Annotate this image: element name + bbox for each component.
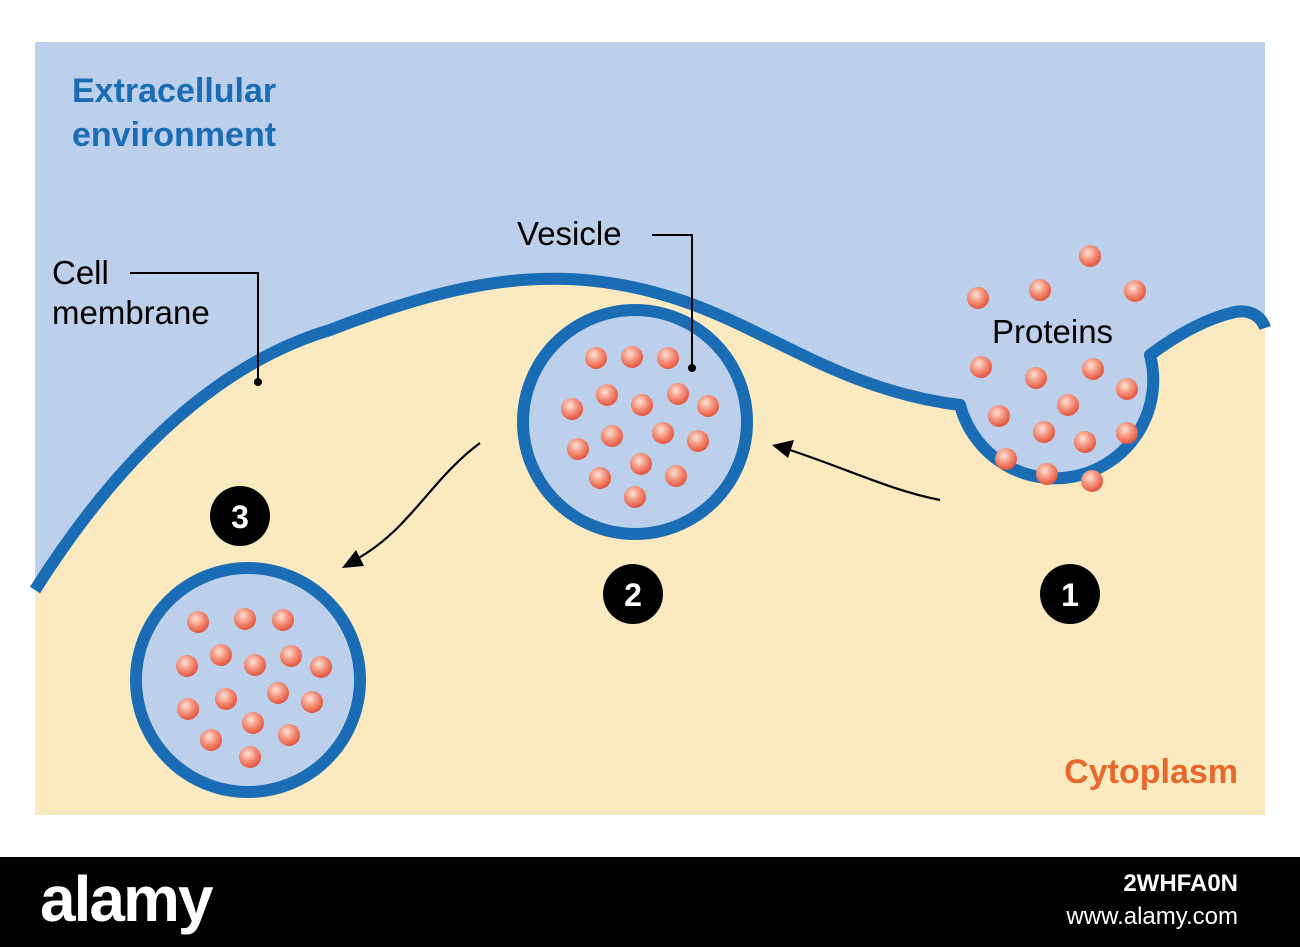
proteins-group <box>176 245 1146 768</box>
protein-particle <box>561 398 583 420</box>
protein-particle <box>652 422 674 444</box>
protein-particle <box>215 688 237 710</box>
protein-particle <box>239 746 261 768</box>
exocytosis-diagram: 1 2 3 Extracellular environment Cell mem… <box>29 42 1271 816</box>
protein-particle <box>1036 463 1058 485</box>
protein-particle <box>1029 279 1051 301</box>
protein-particle <box>1116 422 1138 444</box>
leader-dot <box>688 364 696 372</box>
protein-particle <box>244 654 266 676</box>
step-badge-1 <box>1040 564 1100 624</box>
image-code: 2WHFA0N <box>1123 870 1238 897</box>
cell-membrane <box>29 272 1271 594</box>
protein-particle <box>624 486 646 508</box>
site-url: www.alamy.com <box>1066 903 1238 930</box>
cell-membrane-label: membrane <box>52 294 210 331</box>
protein-particle <box>1033 421 1055 443</box>
step-badge-2 <box>603 564 663 624</box>
protein-particle <box>630 453 652 475</box>
proteins-label: Proteins <box>992 313 1113 350</box>
arrow-1-to-2 <box>789 448 941 502</box>
protein-particle <box>280 645 302 667</box>
cell-membrane-label: Cell <box>52 254 109 291</box>
protein-particle <box>988 405 1010 427</box>
brand-logo: alamy <box>40 863 213 935</box>
protein-particle <box>1124 280 1146 302</box>
protein-particle <box>1082 358 1104 380</box>
leader-dot <box>254 378 262 386</box>
protein-particle <box>1074 431 1096 453</box>
protein-particle <box>596 384 618 406</box>
protein-particle <box>1081 470 1103 492</box>
protein-particle <box>234 608 256 630</box>
protein-particle <box>567 438 589 460</box>
arrowhead <box>772 440 794 458</box>
protein-particle <box>176 655 198 677</box>
protein-particle <box>1025 367 1047 389</box>
protein-particle <box>667 383 689 405</box>
vesicle-label: Vesicle <box>517 215 622 252</box>
protein-particle <box>687 430 709 452</box>
arrowhead <box>342 550 364 568</box>
step-number: 2 <box>624 577 642 613</box>
protein-particle <box>621 346 643 368</box>
step-number: 3 <box>231 499 249 535</box>
protein-particle <box>995 448 1017 470</box>
protein-particle <box>187 611 209 633</box>
protein-particle <box>210 644 232 666</box>
protein-particle <box>601 425 623 447</box>
protein-particle <box>585 347 607 369</box>
protein-particle <box>665 465 687 487</box>
extracellular-label: Extracellular <box>72 72 276 110</box>
protein-particle <box>1057 394 1079 416</box>
protein-particle <box>272 609 294 631</box>
cell-membrane-leader <box>130 272 259 380</box>
protein-particle <box>1079 245 1101 267</box>
protein-particle <box>589 467 611 489</box>
footer-bar <box>0 857 1300 947</box>
protein-particle <box>301 691 323 713</box>
protein-particle <box>310 656 332 678</box>
protein-particle <box>267 682 289 704</box>
step-number: 1 <box>1061 577 1079 613</box>
protein-particle <box>278 724 300 746</box>
protein-particle <box>967 287 989 309</box>
protein-particle <box>631 394 653 416</box>
step-badge-3 <box>210 486 270 546</box>
protein-particle <box>1116 378 1138 400</box>
extracellular-label: environment <box>72 116 276 154</box>
protein-particle <box>177 698 199 720</box>
cytoplasm-label: Cytoplasm <box>1064 753 1238 791</box>
protein-particle <box>697 395 719 417</box>
protein-particle <box>200 729 222 751</box>
protein-particle <box>657 347 679 369</box>
protein-particle <box>970 356 992 378</box>
vesicle-leader <box>652 234 693 366</box>
protein-particle <box>242 712 264 734</box>
arrow-2-to-3 <box>354 442 481 561</box>
